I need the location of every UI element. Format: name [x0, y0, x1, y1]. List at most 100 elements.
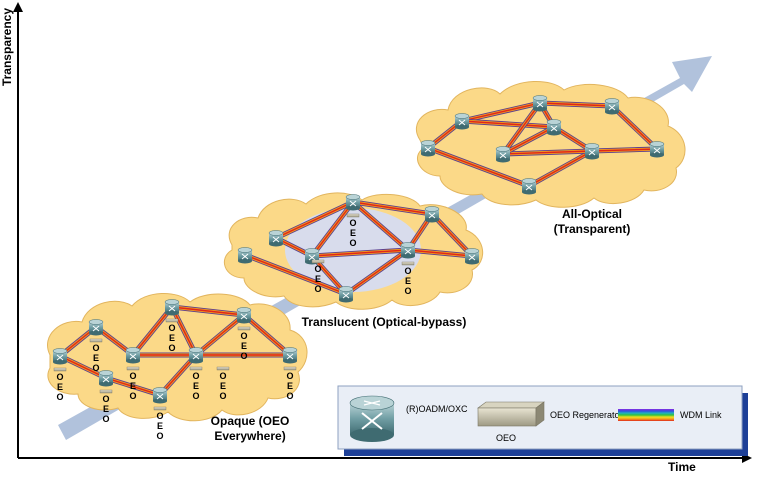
wdm-link: [537, 100, 615, 109]
wdm-link: [500, 124, 557, 157]
oadm-node: [345, 194, 361, 211]
oeo-letter: O: [240, 351, 247, 361]
wdm-link: [309, 247, 411, 259]
oeo-letter: O: [102, 394, 109, 404]
wdm-link: [241, 312, 293, 358]
oeo-letter: O: [168, 343, 175, 353]
oadm-node: [164, 299, 180, 316]
oadm-node: [236, 307, 252, 324]
oeo-letter: O: [349, 218, 356, 228]
oadm-node: [604, 98, 620, 115]
oadm-node: [464, 248, 480, 265]
oeo-letter: O: [192, 371, 199, 381]
oadm-node: [268, 230, 284, 247]
oeo-letter: O: [404, 266, 411, 276]
oeo-letter: E: [130, 381, 136, 391]
oeo-letter: O: [129, 371, 136, 381]
oeo-letter: E: [169, 333, 175, 343]
oadm-node: [546, 119, 562, 136]
wdm-link: [500, 100, 543, 157]
oeo-marker: OEO: [165, 318, 179, 353]
oeo-marker: OEO: [237, 326, 251, 361]
wdm-link: [273, 199, 356, 241]
oeo-letter: O: [349, 238, 356, 248]
oeo-letter: E: [405, 276, 411, 286]
oeo-letter: O: [219, 391, 226, 401]
y-axis-arrowhead: [13, 2, 23, 12]
wdm-link: [130, 304, 175, 358]
oeo-letter: O: [56, 372, 63, 382]
oadm-node: [282, 347, 298, 364]
wdm-link: [57, 353, 109, 381]
oeo-marker: OEO: [216, 366, 230, 401]
oeo-letter: E: [220, 381, 226, 391]
oeo-letter: O: [92, 343, 99, 353]
oeo-marker: OEO: [126, 366, 140, 401]
oadm-node: [495, 146, 511, 163]
wdm-link: [589, 146, 660, 154]
oadm-node: [424, 206, 440, 223]
legend-node-label: (R)OADM/OXC: [406, 404, 468, 414]
oadm-node: [400, 242, 416, 259]
wdm-link: [169, 304, 247, 318]
oadm-node: [420, 140, 436, 157]
legend-wdm-swatch: [618, 409, 674, 421]
oeo-marker: OEO: [153, 406, 167, 441]
oeo-marker: OEO: [311, 259, 325, 294]
legend-wdm-label: WDM Link: [680, 410, 722, 420]
wdm-link: [242, 252, 349, 297]
oeo-letter: O: [192, 391, 199, 401]
legend-regenerator-label: OEO Regenerator: [550, 410, 623, 420]
wdm-link: [309, 199, 356, 259]
oadm-node: [338, 286, 354, 303]
oadm-node: [98, 370, 114, 387]
oeo-marker: OEO: [89, 338, 103, 373]
wdm-link: [350, 199, 435, 217]
translucent-title: Translucent (Optical-bypass): [302, 315, 467, 329]
oeo-letter: O: [156, 411, 163, 421]
oeo-letter: O: [168, 323, 175, 333]
wdm-link: [429, 211, 475, 259]
oadm-node: [52, 348, 68, 365]
wdm-link: [350, 199, 411, 253]
oeo-letter: O: [404, 286, 411, 296]
oadm-node: [125, 347, 141, 364]
oeo-letter: O: [314, 264, 321, 274]
all-optical-title-line-2: (Transparent): [554, 222, 631, 236]
wdm-link: [103, 375, 163, 398]
opaque-title-line-1: Opaque (OEO: [211, 414, 290, 428]
oeo-letter: E: [350, 228, 356, 238]
x-axis-label: Time: [668, 460, 696, 474]
oeo-letter: O: [286, 371, 293, 381]
oadm-node: [237, 247, 253, 264]
oeo-letter: O: [156, 431, 163, 441]
wdm-link: [425, 145, 532, 189]
legend-oeo-icon: [477, 401, 545, 427]
network-nodes: [52, 95, 665, 404]
oeo-letter: O: [314, 284, 321, 294]
oadm-node: [88, 319, 104, 336]
cloud-all-optical: [415, 80, 686, 208]
oadm-node: [188, 347, 204, 364]
oeo-marker: OEO: [283, 366, 297, 401]
all-optical-title-line-1: All-Optical: [562, 207, 622, 221]
wdm-link: [459, 118, 557, 130]
legend: (R)OADM/OXC OEO OEO Regenerator WDM Link: [337, 385, 748, 456]
oadm-node: [521, 178, 537, 195]
legend-node-icon: [349, 395, 395, 442]
oeo-letter: O: [219, 371, 226, 381]
wdm-link: [526, 148, 595, 189]
oeo-letter: O: [129, 391, 136, 401]
oeo-marker: OEO: [189, 366, 203, 401]
wdm-link: [405, 247, 475, 259]
oeo-letter: E: [315, 274, 321, 284]
oadm-node: [532, 95, 548, 112]
wdm-link: [500, 148, 595, 157]
oeo-letter: E: [157, 421, 163, 431]
oeo-marker: OEO: [99, 389, 113, 424]
oadm-node: [584, 143, 600, 160]
oeo-marker: OEO: [53, 367, 67, 402]
opaque-title-line-2: Everywhere): [214, 429, 285, 443]
